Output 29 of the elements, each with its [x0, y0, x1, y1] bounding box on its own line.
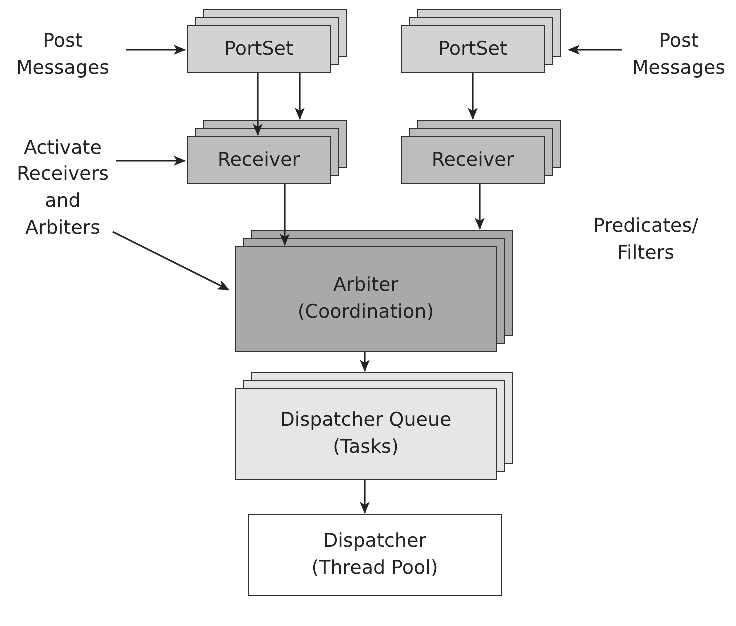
- stacked-box-drawing: [235, 372, 513, 480]
- stacked-box-drawing: [187, 9, 347, 73]
- process-box: [248, 514, 502, 596]
- stacked-box-drawing: [187, 120, 347, 184]
- arrow: [360, 352, 370, 372]
- stacked-box-drawing: [401, 9, 561, 73]
- box-label: Arbiter (Coordination): [296, 273, 436, 325]
- arrow: [116, 156, 186, 166]
- arrow: [468, 73, 478, 120]
- stacked-box-drawing: [401, 120, 561, 184]
- arrow: [475, 184, 485, 230]
- arrow: [112, 231, 230, 291]
- box-label: Receiver: [432, 148, 514, 173]
- arrow: [568, 45, 622, 55]
- annotation-text: Post Messages: [0, 30, 126, 80]
- box-label: PortSet: [438, 36, 508, 62]
- arrow: [280, 184, 290, 246]
- box-label: Dispatcher (Thread Pool): [310, 529, 440, 581]
- annotation-text: Predicates/ Filters: [592, 214, 700, 266]
- arrow: [253, 73, 263, 136]
- stacked-box-drawing: [235, 230, 513, 352]
- box-label: PortSet: [224, 36, 294, 62]
- box-label: Receiver: [218, 148, 300, 173]
- annotation-text: Activate Receivers and Arbiters: [10, 130, 116, 246]
- box-label: Dispatcher Queue (Tasks): [279, 408, 453, 460]
- arrow: [126, 45, 186, 55]
- arrow: [295, 73, 305, 120]
- annotation-text: Post Messages: [622, 30, 736, 80]
- arrow: [360, 480, 370, 514]
